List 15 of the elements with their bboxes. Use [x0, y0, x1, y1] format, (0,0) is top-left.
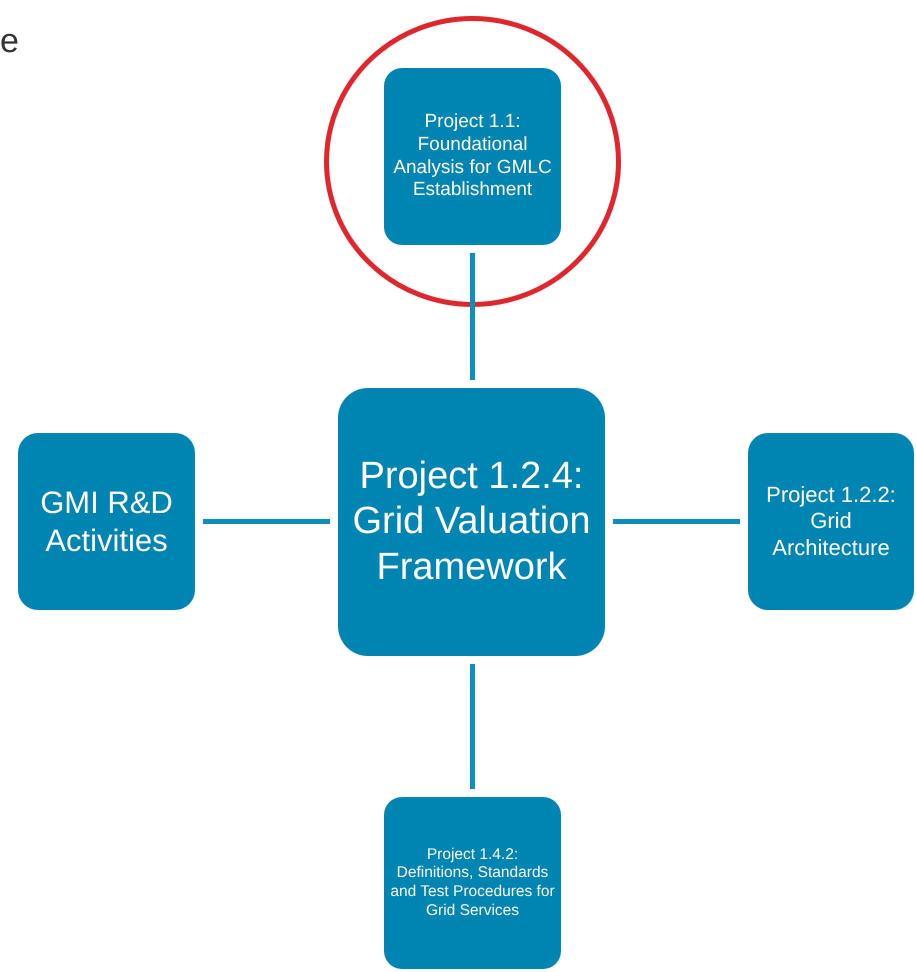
connector-line [470, 253, 475, 380]
connector-line [470, 664, 475, 789]
project-box [384, 797, 561, 969]
title-fragment: e [0, 22, 19, 61]
project-box [384, 68, 561, 245]
connector-line [203, 519, 330, 524]
box-text: Project 1.2.2: Grid Architecture [765, 482, 897, 562]
box-text: Project 1.4.2: Definitions, Standards and Test Procedures for Grid Services [390, 846, 555, 920]
box-text: Project 1.2.4: Grid Valuation Framework [352, 454, 592, 590]
project-box [748, 433, 914, 610]
project-box [18, 433, 195, 610]
connector-line [613, 519, 740, 524]
box-text: GMI R&D Activities [39, 484, 174, 559]
project-box [338, 388, 605, 656]
box-text: Project 1.1: Foundational Analysis for GMLC Establishment [392, 110, 553, 202]
